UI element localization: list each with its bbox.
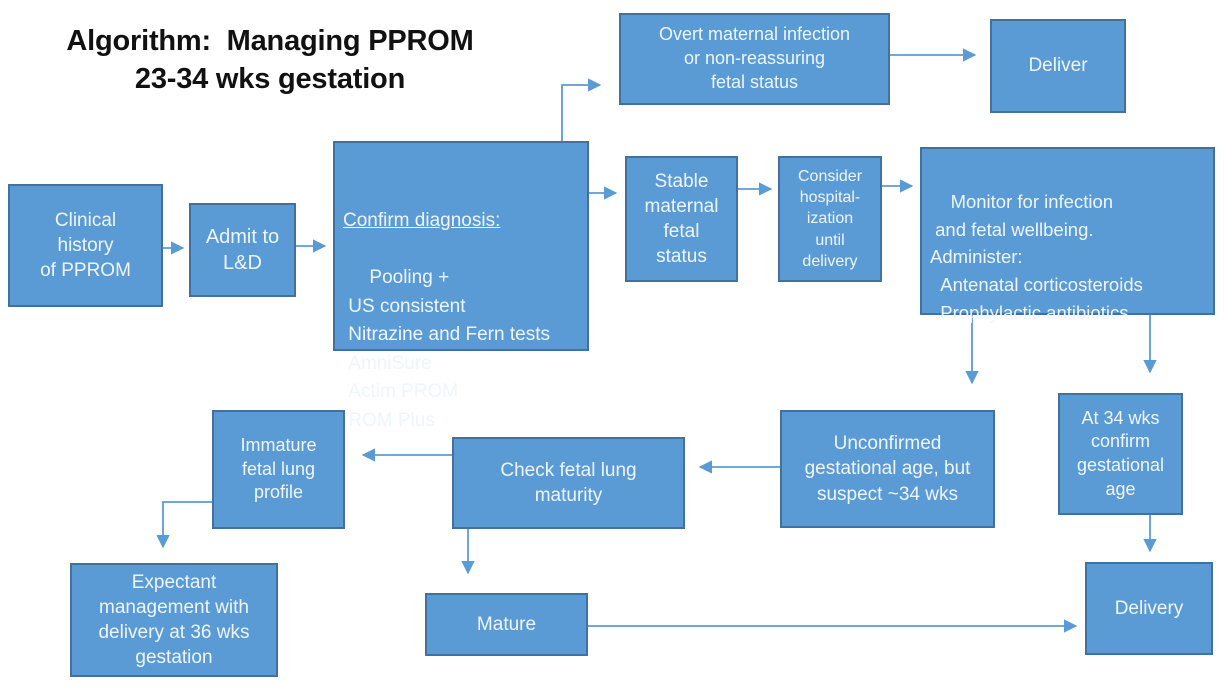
node-monitor-infection-wellbeing-body: Monitor for infection and fetal wellbein…	[930, 190, 1143, 323]
node-delivery-label: Delivery	[1114, 597, 1184, 619]
node-at-34-wks-confirm-age-label: At 34 wks confirm gestational age	[1076, 407, 1165, 499]
node-confirm-diagnosis: Confirm diagnosis: Pooling + US consiste…	[333, 141, 589, 431]
node-expectant-management: Expectant management with delivery at 36…	[70, 563, 278, 677]
node-monitor-infection-wellbeing: Monitor for infection and fetal wellbein…	[920, 147, 1215, 323]
node-unconfirmed-gestational-age: Unconfirmed gestational age, but suspect…	[780, 410, 995, 528]
node-immature-fetal-lung-profile-label: Immature fetal lung profile	[240, 434, 317, 503]
node-consider-hospitalization-label: Consider hospital- ization until deliver…	[797, 168, 863, 270]
node-immature-fetal-lung-profile: Immature fetal lung profile	[212, 410, 345, 529]
node-admit-to-ld: Admit to L&D	[189, 203, 296, 297]
node-stable-maternal-fetal-status-label: Stable maternal fetal status	[644, 170, 719, 268]
node-deliver-label: Deliver	[1028, 55, 1088, 77]
connector-confirm-to-overt-infection	[561, 78, 602, 141]
node-expectant-management-label: Expectant management with delivery at 36…	[98, 571, 250, 669]
node-unconfirmed-gestational-age-label: Unconfirmed gestational age, but suspect…	[804, 433, 971, 505]
node-clinical-history-label: Clinical history of PPROM	[40, 209, 131, 282]
node-admit-to-ld-label: Admit to L&D	[205, 225, 280, 274]
node-confirm-diagnosis-items: Pooling + US consistent Nitrazine and Fe…	[348, 267, 550, 431]
node-check-fetal-lung-maturity-label: Check fetal lung maturity	[500, 459, 637, 506]
node-clinical-history: Clinical history of PPROM	[8, 184, 163, 307]
node-mature-label: Mature	[476, 613, 537, 635]
connector-immature-to-expectant	[156, 501, 212, 549]
node-consider-hospitalization: Consider hospital- ization until deliver…	[778, 156, 882, 282]
node-confirm-diagnosis-heading: Confirm diagnosis:	[343, 210, 501, 231]
node-stable-maternal-fetal-status: Stable maternal fetal status	[625, 156, 738, 282]
node-check-fetal-lung-maturity: Check fetal lung maturity	[452, 437, 685, 529]
node-overt-maternal-infection-label: Overt maternal infection or non-reassuri…	[658, 24, 851, 92]
page-title: Algorithm: Managing PPROM 23-34 wks gest…	[66, 25, 474, 96]
node-overt-maternal-infection: Overt maternal infection or non-reassuri…	[619, 13, 890, 105]
node-at-34-wks-confirm-age: At 34 wks confirm gestational age	[1058, 393, 1183, 515]
node-mature: Mature	[425, 593, 588, 656]
node-delivery: Delivery	[1085, 562, 1213, 655]
node-deliver: Deliver	[990, 19, 1126, 113]
